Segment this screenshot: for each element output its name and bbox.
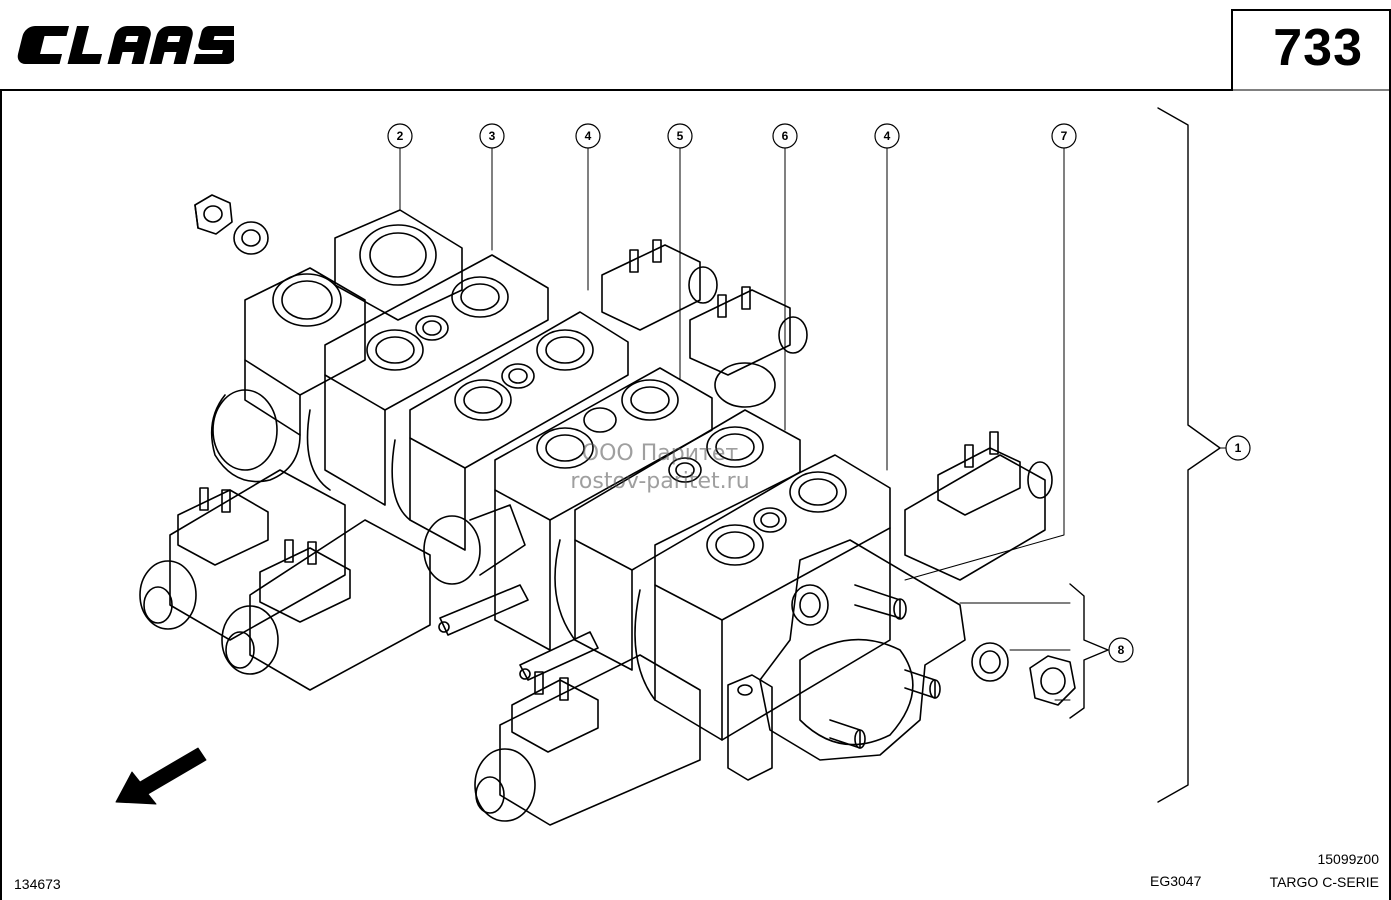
- bracket-1: [1157, 107, 1221, 803]
- leader-lines: [399, 147, 1071, 701]
- callout-6: 6: [781, 129, 789, 143]
- callout-7: 7: [1060, 129, 1068, 143]
- valve-section-4: [391, 311, 629, 551]
- washer-lower-right: [971, 642, 1009, 682]
- valve-section-4b: [634, 454, 891, 741]
- callout-8: 8: [1117, 643, 1125, 657]
- callout-circles: [387, 123, 1251, 663]
- bracket-8: [1069, 583, 1109, 719]
- solenoid-bottom: [474, 654, 701, 826]
- end-cover: [727, 539, 966, 781]
- watermark: ООО Паритет rostov-paritet.ru: [540, 440, 780, 496]
- watermark-line-1: ООО Паритет: [581, 441, 739, 466]
- footer-series: TARGO C-SERIE: [1269, 874, 1379, 890]
- plug-cap: [423, 504, 526, 585]
- callout-4: 4: [584, 129, 592, 143]
- page-number: 733: [1273, 19, 1363, 77]
- watermark-line-2: rostov-paritet.ru: [570, 469, 750, 494]
- nut-lower-right: [1029, 655, 1076, 706]
- footer-center-code: EG3047: [1150, 873, 1202, 889]
- washer-upper-left: [233, 221, 269, 255]
- lever-1: [438, 584, 529, 636]
- callout-2: 2: [396, 129, 404, 143]
- solenoid-right: [904, 431, 1053, 581]
- solenoid-upper-right: [689, 286, 808, 408]
- solenoid-left-upper: [139, 469, 346, 641]
- solenoid-left-lower: [221, 519, 431, 691]
- callout-4b: 4: [883, 129, 891, 143]
- lever-2: [519, 631, 599, 681]
- valve-section-3: [306, 254, 549, 506]
- footer-left-code: 134673: [14, 876, 61, 892]
- footer-drawing-code: 15099z00: [1317, 851, 1379, 867]
- valve-section-5: [494, 367, 713, 651]
- callout-1: 1: [1234, 441, 1242, 455]
- direction-arrow: [115, 747, 207, 805]
- callout-5: 5: [676, 129, 684, 143]
- nut-upper-left: [194, 194, 233, 235]
- claas-logo: [17, 26, 234, 64]
- inlet-section: [210, 209, 463, 483]
- solenoid-upper-mid: [601, 239, 718, 331]
- callout-3: 3: [488, 129, 496, 143]
